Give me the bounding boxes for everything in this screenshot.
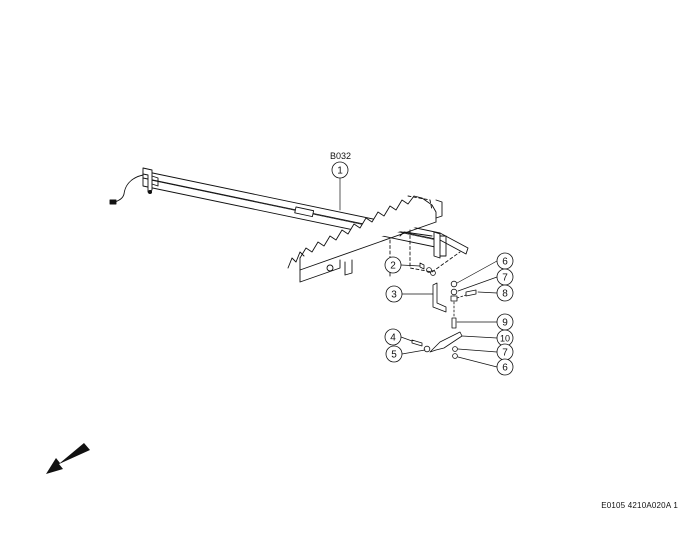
callout-number: 5 bbox=[391, 350, 397, 361]
callout-number: 7 bbox=[502, 273, 508, 284]
callout-number: 9 bbox=[502, 318, 508, 329]
right-end-bracket bbox=[399, 199, 469, 259]
group-label: B032 bbox=[330, 151, 351, 161]
arrow-down-left-icon bbox=[46, 443, 90, 474]
serrated-cutter-bar bbox=[287, 195, 437, 283]
callout-number: 7 bbox=[502, 348, 508, 359]
left-end-bracket bbox=[109, 167, 159, 205]
callout-number: 10 bbox=[500, 334, 510, 344]
exploded-hardware bbox=[411, 262, 477, 359]
callout-number: 3 bbox=[391, 290, 397, 301]
callout-number: 6 bbox=[502, 363, 508, 374]
callout-number: 8 bbox=[502, 289, 508, 300]
callout-numbers: 1 2 3 4 5 6 7 8 9 10 7 6 bbox=[337, 166, 510, 374]
callout-leaders bbox=[339, 177, 498, 368]
callout-number: 1 bbox=[337, 166, 343, 177]
callout-number: 4 bbox=[390, 333, 396, 344]
callout-circles bbox=[331, 161, 514, 376]
callout-number: 2 bbox=[390, 261, 396, 272]
callout-number: 6 bbox=[502, 257, 508, 268]
document-code: E0105 4210A020A 1 bbox=[601, 501, 678, 510]
